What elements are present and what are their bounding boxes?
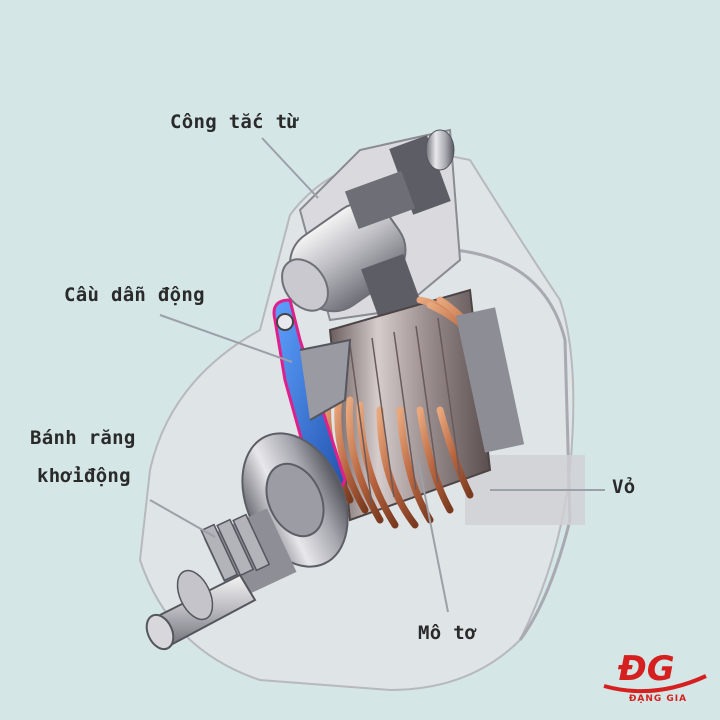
leader-lines xyxy=(149,137,605,613)
label-housing: Vỏ xyxy=(612,476,636,498)
label-motor: Mô tơ xyxy=(418,622,477,644)
label-pinion-line1: Bánh răng xyxy=(30,427,136,449)
solenoid-switch xyxy=(281,128,462,326)
label-solenoid-switch: Công tắc từ xyxy=(170,111,300,133)
brand-logo-text: ĐẠNG GIA xyxy=(628,694,688,704)
drive-fork xyxy=(272,298,352,514)
motor-armature xyxy=(324,288,525,529)
brand-logo-mark: ĐG xyxy=(603,649,707,694)
brand-logo: ĐG ĐẠNG GIA xyxy=(596,642,712,714)
label-pinion-line2: khởiđộng xyxy=(37,465,131,487)
label-drive-fork: Cầu dẫn động xyxy=(64,284,205,306)
pinion-assembly xyxy=(145,432,349,651)
brand-logo-mark-text: ĐG xyxy=(617,649,675,689)
